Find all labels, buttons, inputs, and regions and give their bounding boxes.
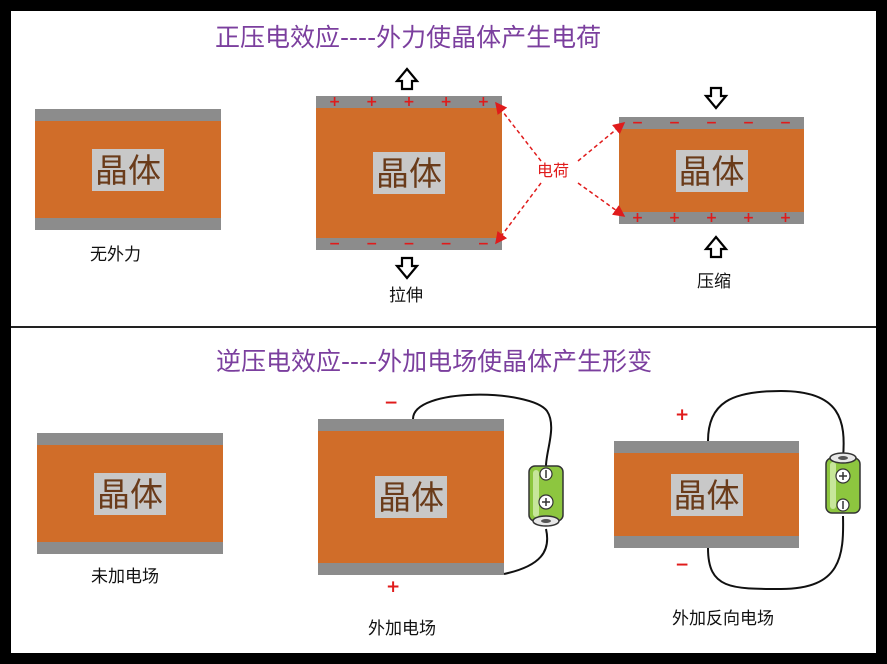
compress-down-arrow-icon [703, 86, 729, 110]
crystal-label: 晶体 [94, 472, 166, 515]
stretch-down-arrow-icon [394, 256, 420, 280]
charge-plus: + [705, 210, 718, 226]
stretch-up-arrow-icon [394, 67, 420, 91]
charge-minus: − [631, 115, 644, 131]
electrode-bottom [35, 218, 221, 230]
charge-plus: + [779, 210, 792, 226]
electrode-bottom [619, 212, 804, 224]
crystal-field-expanded: 晶体 [318, 419, 504, 575]
reverse-minus-sign: − [675, 555, 690, 575]
charge-pointer-line [495, 182, 542, 245]
charge-plus: + [403, 94, 415, 110]
negative-charges-bottom: − − − − − [316, 236, 502, 252]
battery-icon [825, 452, 861, 514]
no-force-label: 无外力 [90, 245, 141, 265]
charge-plus: + [365, 94, 378, 110]
charge-plus: + [631, 210, 644, 226]
charge-plus: + [668, 210, 681, 226]
electrode-bottom [318, 563, 504, 575]
charge-minus: − [403, 236, 415, 252]
crystal-no-force: 晶体 [35, 109, 221, 230]
charge-minus: − [365, 236, 378, 252]
electrode-bottom [37, 542, 223, 554]
stretch-label: 拉伸 [389, 286, 423, 306]
electrode-top [318, 419, 504, 431]
charge-minus: − [328, 236, 341, 252]
inverse-effect-title: 逆压电效应----外加电场使晶体产生形变 [216, 347, 653, 376]
negative-charges-top: − − − − − [619, 115, 804, 131]
electrode-top [619, 117, 804, 129]
reverse-field-label: 外加反向电场 [672, 609, 774, 629]
positive-charges-bottom: + + + + + [619, 210, 804, 226]
charge-plus: + [440, 94, 453, 110]
crystal-compressed: − − − − − + + + + + 晶体 [619, 115, 804, 226]
charge-pointer-line [577, 122, 626, 162]
charge-minus: − [440, 236, 453, 252]
diagram-panel: 正压电效应----外力使晶体产生电荷 晶体 无外力 + + + + + − − … [11, 11, 876, 653]
charge-minus: − [705, 115, 718, 131]
electrode-top [35, 109, 221, 121]
crystal-label: 晶体 [670, 473, 743, 516]
charge-minus: − [668, 115, 681, 131]
charge-pointer-line [495, 101, 542, 162]
crystal-label: 晶体 [375, 476, 447, 518]
circuit-wire [503, 528, 549, 575]
charge-plus: + [328, 94, 341, 110]
electrode-bottom [316, 238, 502, 250]
compress-up-arrow-icon [703, 235, 729, 259]
electrode-top [37, 433, 223, 445]
crystal-label: 晶体 [373, 152, 445, 194]
direct-effect-title: 正压电效应----外力使晶体产生电荷 [215, 23, 602, 52]
crystal-no-field: 晶体 [37, 433, 223, 554]
battery-icon [528, 465, 564, 527]
no-field-label: 未加电场 [91, 567, 159, 587]
charge-minus: − [477, 236, 490, 252]
crystal-label: 晶体 [92, 148, 164, 191]
section-divider [11, 326, 876, 328]
field-minus-sign: − [384, 393, 399, 413]
field-label: 外加电场 [368, 619, 436, 639]
reverse-plus-sign: + [675, 405, 690, 425]
electrode-bottom [614, 536, 799, 548]
compress-label: 压缩 [697, 272, 731, 292]
electrode-top [614, 441, 799, 453]
positive-charges-top: + + + + + [316, 94, 502, 110]
charge-minus: − [742, 115, 755, 131]
crystal-label: 晶体 [675, 149, 748, 192]
crystal-stretched: + + + + + − − − − − 晶体 [316, 94, 502, 252]
charge-pointer-line [577, 182, 626, 217]
charge-plus: + [477, 94, 490, 110]
field-plus-sign: + [386, 577, 401, 597]
crystal-field-contracted: 晶体 [614, 441, 799, 548]
charge-minus: − [779, 115, 792, 131]
charge-plus: + [742, 210, 755, 226]
charge-label: 电荷 [537, 161, 570, 180]
electrode-top [316, 96, 502, 108]
force-arrows-layer [394, 67, 729, 280]
